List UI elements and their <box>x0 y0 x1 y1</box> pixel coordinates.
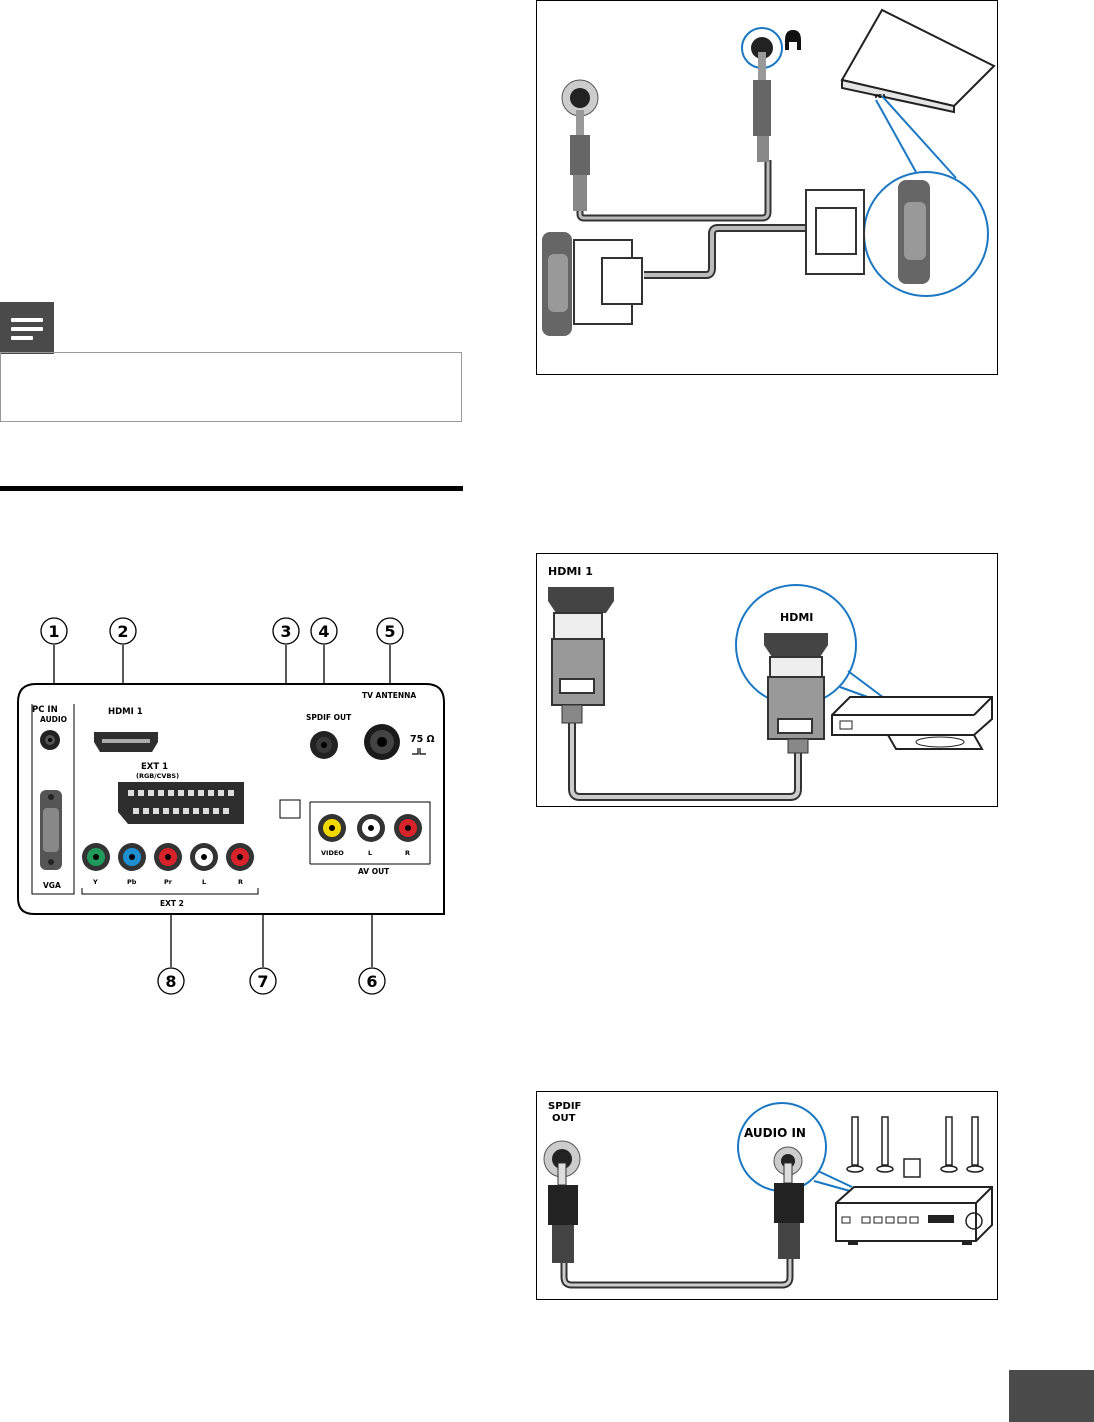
hdmi-connection-diagram: HDMI 1 HDMI <box>536 553 998 807</box>
svg-text:L: L <box>368 849 372 857</box>
svg-text:AUDIO: AUDIO <box>40 715 67 724</box>
callout-7: 7 <box>249 967 277 995</box>
callout-8: 8 <box>157 967 185 995</box>
note-icon <box>0 302 54 354</box>
callout-4: 4 <box>310 617 338 645</box>
svg-text:2: 2 <box>117 622 128 641</box>
svg-text:3: 3 <box>280 622 291 641</box>
svg-text:R: R <box>238 878 243 886</box>
section-divider <box>0 486 463 491</box>
svg-text:SPDIF OUT: SPDIF OUT <box>306 713 352 722</box>
callout-1: 1 <box>40 617 68 645</box>
callout-6: 6 <box>358 967 386 995</box>
svg-text:SPDIF: SPDIF <box>548 1101 581 1112</box>
svg-text:VGA: VGA <box>874 94 886 100</box>
spdif-connection-diagram: SPDIF OUT AUDIO IN <box>536 1091 998 1300</box>
svg-text:Pr: Pr <box>164 878 173 886</box>
svg-text:6: 6 <box>366 972 377 991</box>
svg-text:Pb: Pb <box>127 878 137 886</box>
svg-text:Y: Y <box>92 878 98 886</box>
svg-text:EXT 2: EXT 2 <box>160 899 184 908</box>
note-box <box>0 352 462 422</box>
svg-text:7: 7 <box>257 972 268 991</box>
svg-text:L: L <box>202 878 206 886</box>
svg-text:75 Ω: 75 Ω <box>410 734 435 745</box>
svg-text:EXT 1: EXT 1 <box>141 762 168 772</box>
svg-text:HDMI 1: HDMI 1 <box>108 707 143 717</box>
language-side-tab <box>1009 1370 1094 1422</box>
svg-text:AUDIO IN: AUDIO IN <box>744 1126 806 1140</box>
rear-panel-diagram: 1 2 3 4 5 6 7 8 PC IN AUDIO VGA HDMI 1 E… <box>17 617 445 995</box>
svg-text:HDMI 1: HDMI 1 <box>548 565 593 578</box>
svg-text:VIDEO: VIDEO <box>321 849 344 857</box>
svg-text:8: 8 <box>165 972 176 991</box>
svg-text:R: R <box>405 849 410 857</box>
pc-connection-diagram: VGA <box>536 0 998 375</box>
svg-text:1: 1 <box>48 622 59 641</box>
callout-2: 2 <box>109 617 137 645</box>
svg-text:TV ANTENNA: TV ANTENNA <box>362 691 416 700</box>
callout-3: 3 <box>272 617 300 645</box>
svg-text:OUT: OUT <box>552 1113 576 1124</box>
svg-text:VGA: VGA <box>43 881 61 890</box>
svg-text:HDMI: HDMI <box>780 611 813 624</box>
callout-5: 5 <box>376 617 404 645</box>
svg-text:(RGB/CVBS): (RGB/CVBS) <box>136 772 179 780</box>
svg-text:AV OUT: AV OUT <box>358 867 390 876</box>
svg-text:4: 4 <box>318 622 329 641</box>
svg-text:5: 5 <box>384 622 395 641</box>
svg-text:PC IN: PC IN <box>32 705 58 715</box>
